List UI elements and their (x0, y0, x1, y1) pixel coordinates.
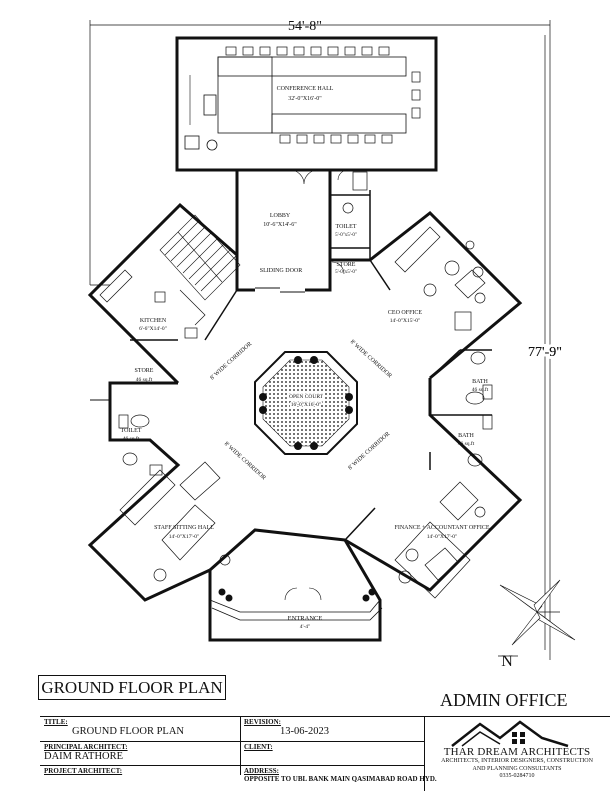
bath-lower-size: 46 sq.ft (458, 440, 475, 447)
staff-hall-size: 14'-0"X17'-0" (169, 534, 200, 540)
left-toilet-fixtures (118, 414, 150, 466)
ceo-office-name: CEO OFFICE (388, 310, 423, 316)
conference-chairs (225, 46, 421, 144)
staff-hall-name: STAFF SITTING HALL (154, 525, 214, 531)
finance-office-size: 14'-0"X17'-0" (427, 534, 458, 540)
ceo-office-furniture (394, 226, 486, 331)
firm-name: THAR DREAM ARCHITECTS (443, 746, 591, 758)
corridor-label-nw: 8' WIDE CORRIDOR (209, 341, 253, 381)
firm-logo-icon (451, 720, 569, 748)
height-dimension: 77'-9" (528, 345, 562, 360)
address-value: OPPOSITE TO UBL BANK MAIN QASIMABAD ROAD… (244, 775, 437, 783)
lobby-size: 10'-6"X14'-6" (263, 222, 297, 228)
revision-caption: REVISION: (244, 718, 281, 726)
bath-upper-name: BATH (472, 379, 488, 385)
kitchen-size: 6'-6"X14'-0" (139, 326, 167, 332)
project-name: ADMIN OFFICE (440, 690, 568, 710)
lobby-store-size: 5'-0"x5'-0" (335, 270, 357, 275)
firm-subtitle-2: AND PLANNING CONSULTANTS (472, 765, 562, 772)
bath-fixtures (465, 351, 493, 467)
left-toilet-name: TOILET (121, 428, 142, 434)
overall-dimension-lines (89, 20, 551, 660)
left-toilet-size: 46 sq.ft (123, 435, 140, 442)
kitchen-fixtures (99, 269, 206, 339)
corridor-label-sw: 8' WIDE CORRIDOR (223, 441, 267, 481)
principal-caption: PRINCIPAL ARCHITECT: (44, 743, 128, 751)
staircase (159, 214, 241, 301)
entrance-size: 4'-4" (300, 624, 311, 630)
address-caption: ADDRESS: (244, 767, 280, 775)
conference-hall-size: 32'-0"X16'-0" (288, 96, 322, 102)
left-store-name: STORE (135, 368, 154, 374)
client-caption: CLIENT: (244, 743, 273, 751)
lobby-toilet-size: 5'-0"x5'-0" (335, 233, 357, 238)
entrance-name: ENTRANCE (288, 615, 323, 622)
lobby-name: LOBBY (270, 213, 291, 219)
ceo-office-size: 14'-0"X15'-0" (390, 318, 421, 324)
svg-text:77'-9": 77'-9" (528, 345, 562, 360)
principal-value: DAIM RATHORE (44, 751, 124, 762)
firm-block: THAR DREAM ARCHITECTS ARCHITECTS, INTERI… (424, 746, 610, 781)
conference-hall (175, 36, 438, 172)
staff-hall-furniture (119, 461, 231, 582)
lobby-toilet-name: TOILET (336, 224, 357, 230)
left-store-size: 46 sq.ft (136, 376, 153, 383)
bath-upper-size: 46 sq.ft (472, 386, 489, 393)
title-value: GROUND FLOOR PLAN (72, 726, 185, 737)
project-architect-caption: PROJECT ARCHITECT: (44, 767, 123, 775)
title-caption: TITLE: (44, 718, 68, 726)
firm-subtitle-1: ARCHITECTS, INTERIOR DESIGNERS, CONSTRUC… (441, 758, 593, 764)
lobby-store-name: STORE (337, 262, 356, 268)
conference-hall-name: CONFERENCE HALL (277, 86, 334, 92)
firm-phone: 0335-0284710 (499, 773, 535, 779)
bath-lower-name: BATH (458, 433, 474, 439)
width-dimension: 54'-8" (288, 19, 322, 34)
title-block: TITLE: GROUND FLOOR PLAN REVISION: 13-06… (40, 716, 610, 791)
lobby (235, 169, 371, 293)
entrance-steps (209, 587, 383, 621)
interior-walls (110, 259, 492, 541)
north-arrow-icon (499, 579, 576, 646)
finance-office-name: FINANCE + ACCOUNTANT OFFICE (395, 525, 490, 531)
finance-office-furniture (394, 481, 486, 599)
sheet-title: GROUND FLOOR PLAN (38, 675, 226, 700)
revision-value: 13-06-2023 (280, 726, 329, 737)
courtyard (254, 351, 358, 455)
corridor-label-se: 8' WIDE CORRIDOR (347, 431, 391, 471)
kitchen-name: KITCHEN (140, 318, 167, 324)
courtyard-size: 16'-0"X16'-0" (291, 402, 322, 408)
courtyard-name: OPEN COURT (289, 394, 324, 400)
corridor-label-ne: 8' WIDE CORRIDOR (349, 339, 393, 379)
north-label: N (501, 653, 513, 670)
sliding-door-label: SLIDING DOOR (260, 268, 303, 274)
